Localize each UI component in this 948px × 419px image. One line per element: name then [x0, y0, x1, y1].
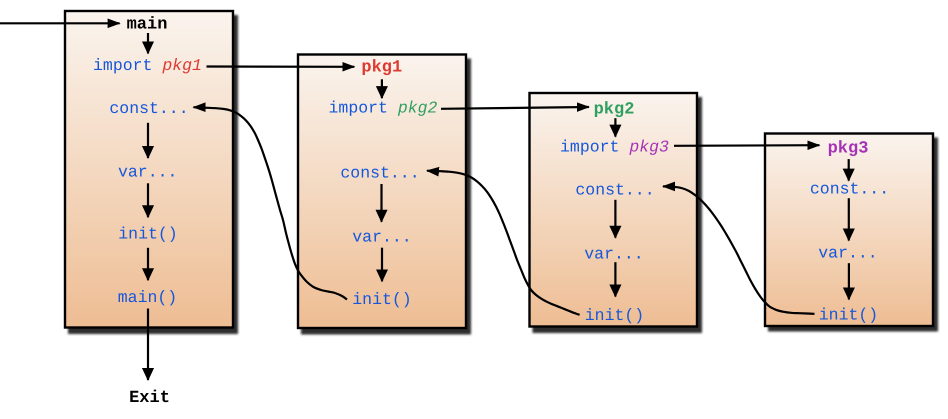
svg-text:var...: var...: [818, 243, 877, 262]
svg-text:const...: const...: [810, 180, 889, 199]
svg-text:const...: const...: [340, 164, 419, 183]
svg-text:import pkg3: import pkg3: [560, 137, 669, 156]
svg-text:pkg2: pkg2: [594, 100, 635, 119]
svg-text:var...: var...: [584, 245, 643, 264]
svg-text:var...: var...: [352, 227, 411, 246]
svg-text:pkg1: pkg1: [361, 59, 402, 78]
svg-text:init(): init(): [819, 305, 878, 324]
svg-text:Exit: Exit: [129, 389, 170, 408]
svg-text:main: main: [127, 16, 168, 35]
svg-text:import pkg2: import pkg2: [329, 99, 438, 118]
svg-text:init(): init(): [118, 225, 177, 244]
svg-text:const...: const...: [575, 181, 654, 200]
svg-text:import pkg1: import pkg1: [93, 56, 202, 75]
svg-text:var...: var...: [118, 163, 177, 182]
svg-text:const...: const...: [109, 99, 188, 118]
svg-text:pkg3: pkg3: [828, 140, 869, 159]
svg-text:init(): init(): [585, 306, 644, 325]
svg-text:main(): main(): [118, 288, 177, 307]
svg-text:init(): init(): [352, 290, 411, 309]
